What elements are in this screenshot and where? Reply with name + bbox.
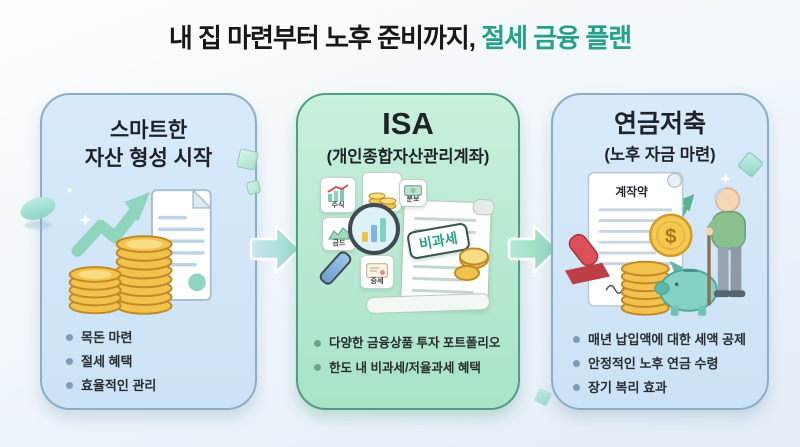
tile-label: 분보 [406, 196, 420, 204]
growth-chart-coins-illustration [67, 188, 213, 315]
bullet-dot [66, 358, 73, 365]
gold-coins-icon [454, 247, 489, 281]
bullet-dot [314, 364, 321, 372]
bullet-item: 목돈 마련 [66, 331, 247, 344]
bullet-dot [573, 360, 580, 367]
tile-bond: 분보 [399, 179, 427, 207]
bullet-dot [314, 339, 321, 347]
contract-title: 계작약 [615, 185, 648, 199]
card3-illustration: 계작약 [561, 169, 759, 333]
bullet-item: 안정적인 노후 연금 수령 [573, 357, 759, 370]
card3-title: 연금저축 [613, 110, 706, 138]
card-pension-savings: 연금저축 (노후 자금 마련) 계작약 [551, 93, 769, 410]
pill-shadow [24, 221, 52, 229]
bullet-text: 한도 내 비과세/저율과세 혜택 [329, 360, 481, 375]
card2-subtitle: (개인종합자산관리계좌) [326, 148, 490, 167]
card2-illustration: 주식 분보 [306, 171, 510, 335]
certificate-icon [366, 263, 388, 279]
tile-label: 주식 [331, 202, 345, 210]
card1-title: 스마트한 자산 형성 시작 [42, 95, 255, 172]
bullet-item: 장기 복리 효과 [573, 381, 759, 394]
scroll-line [414, 216, 477, 223]
tile-label: 증세 [370, 278, 384, 286]
bullet-item: 매년 납입액에 대한 세액 공제 [573, 333, 759, 346]
bullet-item: 다양한 금융상품 투자 포트폴리오 [314, 337, 510, 350]
tile-label: 금드 [332, 240, 346, 248]
tile-stocks: 주식 [320, 177, 356, 213]
flow-arrow-icon [249, 224, 302, 274]
card3-subtitle: (노후 자금 마련) [604, 145, 716, 164]
card3-bullets: 매년 납입액에 대한 세액 공제 안정적인 노후 연금 수령 장기 복리 효과 [573, 333, 759, 405]
bullet-text: 목돈 마련 [81, 330, 133, 345]
sparkle-icon [719, 172, 732, 185]
cube-decoration [236, 148, 259, 171]
bullet-text: 다양한 금융상품 투자 포트폴리오 [329, 336, 501, 350]
magnifier-handle [317, 248, 354, 288]
scroll-roll [472, 198, 495, 216]
mini-bar [380, 218, 386, 242]
cube-decoration [245, 179, 262, 196]
magnifier-icon [348, 203, 400, 255]
card1-title-line2: 자산 형성 시작 [84, 146, 213, 170]
card1-title-line1: 스마트한 [109, 119, 188, 142]
card1-illustration [50, 167, 247, 331]
dollar-coin-icon: $ [648, 213, 693, 258]
bullet-text: 절세 혜택 [81, 354, 133, 369]
fund-chart-icon [328, 227, 350, 240]
bullet-text: 효율적인 관리 [81, 378, 157, 393]
page-title: 내 집 마련부터 노후 준비까지, 절세 금융 플랜 [0, 18, 800, 55]
retirement-illustration: 계작약 [564, 171, 747, 316]
card1-bullets: 목돈 마련 절세 혜택 효율적인 관리 [66, 331, 247, 403]
coin-stack-icon [68, 235, 173, 315]
stock-chart-icon [327, 184, 349, 203]
bullet-text: 매년 납입액에 대한 세액 공제 [588, 332, 746, 347]
trend-up-arrow-icon [71, 192, 150, 257]
tile-certificate: 증세 [360, 255, 394, 289]
mini-bar [371, 225, 377, 242]
rubber-stamp-icon [564, 233, 611, 285]
card-asset-building: 스마트한 자산 형성 시작 [40, 93, 257, 410]
shard-decoration [533, 387, 553, 407]
card2-title: ISA [382, 106, 434, 141]
bullet-text: 안정적인 노후 연금 수령 [588, 356, 719, 371]
bullet-dot [573, 336, 580, 343]
card-isa: ISA (개인종합자산관리계좌) 주식 [296, 93, 520, 410]
elderly-man-icon [705, 186, 747, 306]
bullet-item: 절세 혜택 [66, 355, 247, 368]
scroll-curl [365, 292, 491, 315]
bullet-item: 효율적인 관리 [66, 379, 247, 392]
card2-bullets: 다양한 금융상품 투자 포트폴리오 한도 내 비과세/저율과세 혜택 [314, 337, 510, 386]
page-title-accent: 절세 금융 플랜 [481, 23, 632, 53]
banknote-icon [404, 185, 422, 197]
piggy-bank-icon [654, 260, 718, 316]
bullet-dot [66, 334, 73, 341]
bullet-dot [573, 384, 580, 391]
bullet-item: 한도 내 비과세/저율과세 혜택 [314, 360, 510, 375]
page-title-prefix: 내 집 마련부터 노후 준비까지, [168, 23, 482, 53]
bullet-dot [66, 382, 73, 389]
sparkle-icon [79, 213, 92, 227]
bullet-text: 장기 복리 효과 [588, 380, 667, 395]
dollar-symbol: $ [665, 225, 677, 248]
mini-bar [362, 232, 368, 242]
coin-stack-icon [620, 260, 670, 316]
